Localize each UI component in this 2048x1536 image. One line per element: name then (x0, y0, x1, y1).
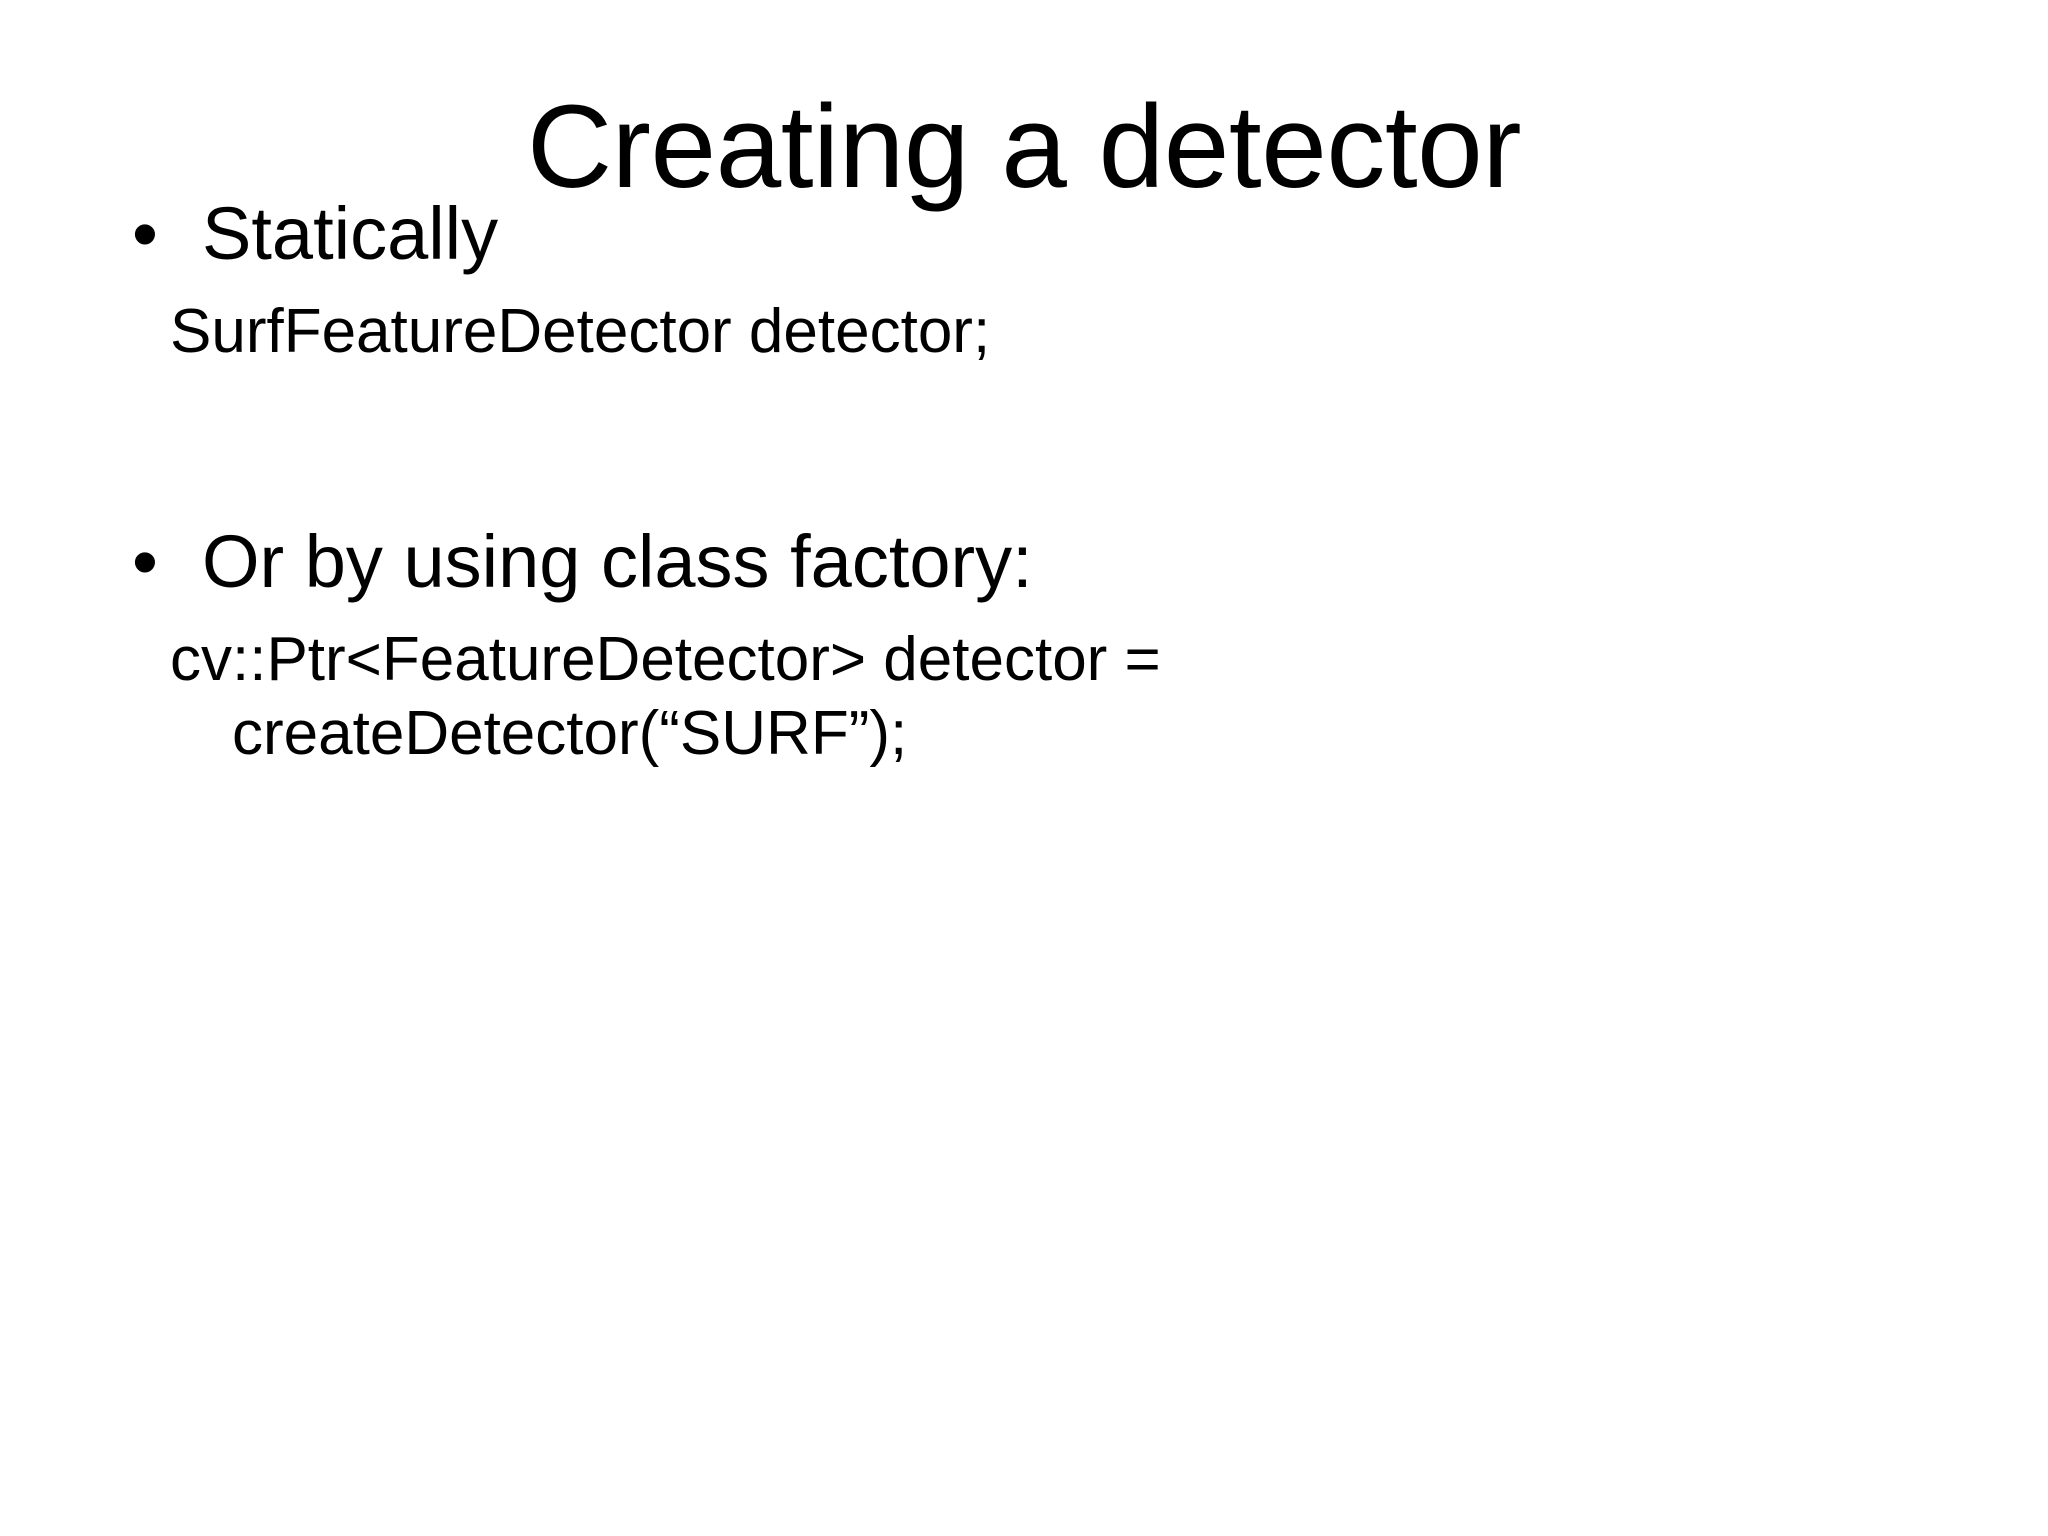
slide-title: Creating a detector (526, 81, 1522, 214)
bullet-dot-icon: • (132, 192, 158, 275)
bullet-item-statically: • Statically (110, 190, 1510, 277)
bullet-dot-icon: • (132, 519, 158, 603)
bullet-item-class-factory: • Or by using class factory: (110, 518, 1510, 605)
spacer-after-second-bullet (110, 605, 1510, 623)
code-line-factory-declaration: cv::Ptr<FeatureDetector> detector = crea… (170, 625, 1161, 769)
bullet-item-label: Or by using class factory: (202, 519, 1033, 603)
spacer-between-sections (110, 370, 1510, 518)
slide-body: • Statically SurfFeatureDetector detecto… (110, 190, 1510, 772)
code-line-static-declaration: SurfFeatureDetector detector; (170, 297, 991, 367)
spacer-after-first-bullet (110, 277, 1510, 295)
bullet-item-label: Statically (202, 192, 499, 275)
